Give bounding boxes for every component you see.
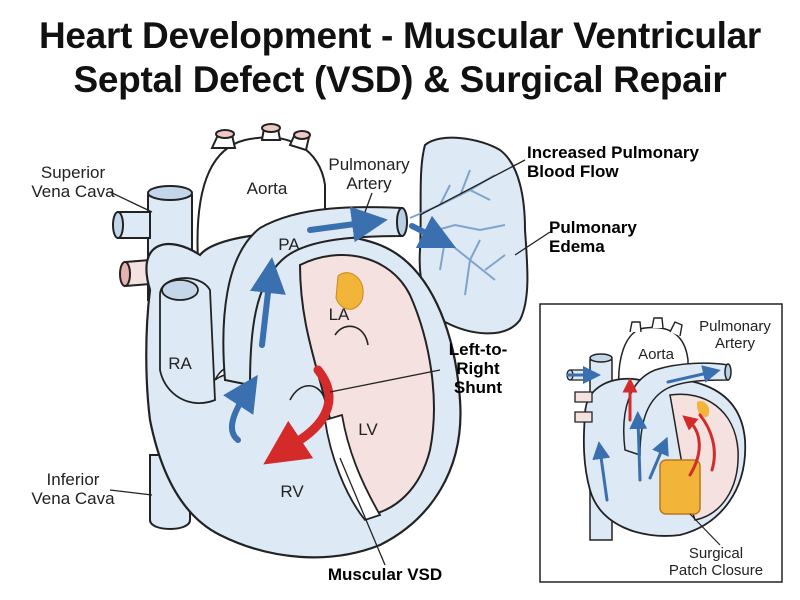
label-increased-flow: Increased Pulmonary Blood Flow — [527, 143, 699, 181]
inset-label-patch: Surgical Patch Closure — [669, 545, 763, 579]
label-pulmonary-edema-line2: Edema — [549, 237, 605, 256]
inset-label-aorta: Aorta — [638, 346, 674, 363]
inset-label-pulmonary-artery: Pulmonary Artery — [699, 318, 771, 352]
label-rv: RV — [280, 482, 304, 501]
label-lv: LV — [358, 420, 378, 439]
label-aorta: Aorta — [246, 179, 288, 198]
lung-shape — [409, 136, 529, 335]
label-shunt-line3: Shunt — [453, 378, 503, 397]
label-pulmonary-edema-line1: Pulmonary — [549, 218, 637, 237]
label-pa: PA — [278, 235, 300, 254]
inset-label-pulmonary-artery-line1: Pulmonary — [699, 318, 771, 335]
inset-label-pulmonary-artery-line2: Artery — [714, 335, 756, 352]
label-muscular-vsd: Muscular VSD — [327, 565, 443, 584]
label-shunt-line2: Right — [456, 359, 500, 378]
inset-repair-diagram — [539, 303, 783, 583]
leader-lines — [109, 159, 551, 566]
label-inferior-vena-cava: Inferior Vena Cava — [31, 470, 114, 508]
label-inferior-vena-cava-line2: Vena Cava — [31, 489, 115, 508]
label-pulmonary-artery-line1: Pulmonary — [328, 155, 410, 174]
page-title: Heart Development - Muscular Ventricular… — [0, 14, 800, 102]
label-shunt-line1: Left-to- — [448, 340, 508, 359]
label-superior-vena-cava-line1: Superior — [40, 163, 106, 182]
label-ra: RA — [168, 354, 192, 373]
label-increased-flow-line2: Blood Flow — [527, 162, 619, 181]
label-inferior-vena-cava-line1: Inferior — [46, 470, 100, 489]
inset-label-patch-line1: Surgical — [688, 545, 744, 562]
label-la: LA — [328, 305, 350, 324]
shunt-arrow — [263, 365, 334, 465]
label-shunt: Left-to- Right Shunt — [449, 340, 508, 397]
heart-body-shape — [145, 231, 462, 559]
label-pulmonary-artery-line2: Artery — [346, 174, 392, 193]
label-superior-vena-cava-line2: Vena Cava — [31, 182, 115, 201]
inset-label-patch-line2: Patch Closure — [668, 562, 764, 579]
label-pulmonary-artery: Pulmonary Artery — [328, 155, 409, 193]
title-line-1: Heart Development - Muscular Ventricular — [38, 15, 762, 56]
blood-flow-arrows — [223, 206, 457, 443]
label-increased-flow-line1: Increased Pulmonary — [527, 143, 699, 162]
label-superior-vena-cava: Superior Vena Cava — [31, 163, 114, 201]
label-pulmonary-edema: Pulmonary Edema — [549, 218, 637, 256]
la-highlight-shape — [335, 272, 364, 310]
title-line-2: Septal Defect (VSD) & Surgical Repair — [73, 59, 727, 100]
